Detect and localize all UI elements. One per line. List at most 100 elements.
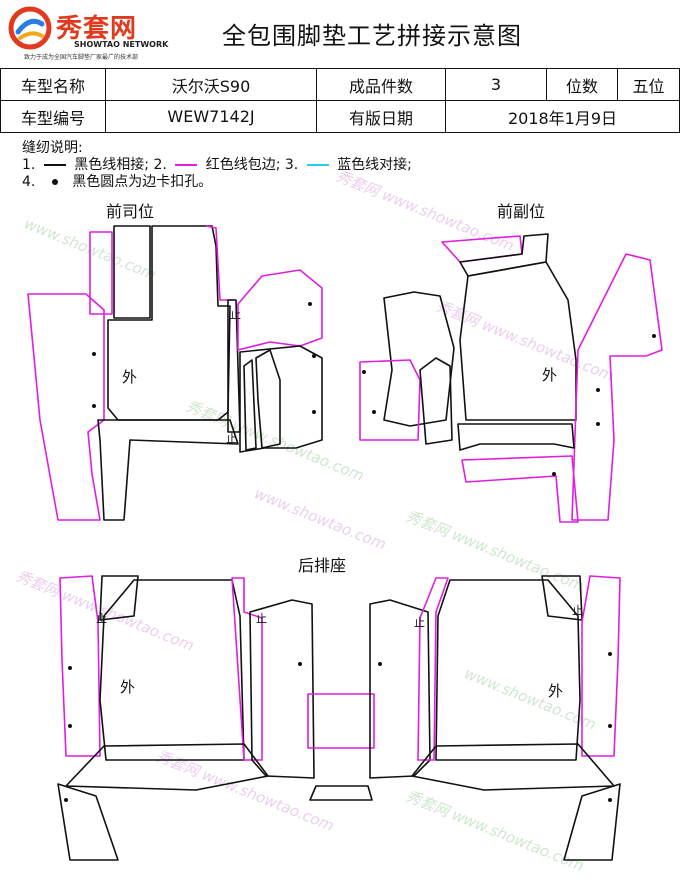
legend-item-2-text: 红色线包边; [205,157,281,173]
date-label: 有版日期 [316,100,446,133]
brand-logo: 秀套网 SHOWTAO NETWORK 致力于成为全国汽车脚垫厂家最广的技术部 [8,6,198,61]
page-title: 全包围脚垫工艺拼接示意图 [222,22,522,50]
rear-right-corner [563,783,621,861]
date-value: 2018年1月9日 [445,100,680,133]
snap-holes [64,302,656,802]
snap-hole-dot-icon [68,724,72,728]
rear-left-top-piece [99,575,139,621]
rear-left-main-mat [99,579,245,761]
snap-hole-dot-icon [92,352,96,356]
logo-mark-icon [8,6,52,50]
logo-tagline: 致力于成为全国汽车脚垫厂家最广的技术部 [24,54,139,61]
driver-console-curve-2 [243,359,257,451]
snap-hole-dot-icon [608,652,612,656]
snap-hole-dot-icon [608,798,612,802]
snap-hole-dot-icon [298,662,302,666]
blue-line-swatch-icon [306,164,329,166]
passenger-rear-strip [461,455,579,523]
legend-item-1-number: 1. [22,157,36,173]
rear-right-main-mat [435,579,581,761]
logo-name: 秀套网 [56,14,138,44]
model-name-value: 沃尔沃S90 [105,68,317,101]
legend-item-1-text: 黑色线相接; [74,157,149,173]
legend-item-4-number: 4. [22,174,36,190]
passenger-section-label: 前副位 [497,202,546,221]
seats-value: 五位 [617,68,680,101]
rear-center-bottom [309,785,373,801]
legend-item-4-text: 黑色圆点为边卡扣孔。 [72,174,213,190]
snap-hole-dot-icon [608,724,612,728]
driver-pedal-panel-2 [113,225,151,319]
rear-right-tunnel-stop-mark: 止 [414,616,425,629]
snap-hole-dot-icon [362,370,366,374]
snap-hole-dot-icon [652,334,656,338]
snap-hole-dot-icon [92,404,96,408]
black-line-swatch-icon [43,164,66,166]
red-line-swatch-icon [175,164,198,166]
snap-hole-dot-icon [378,662,382,666]
driver-console-curve [255,349,281,449]
legend-item-3-text: 蓝色线对接; [337,157,412,173]
rear-left-tunnel-stop-mark: 止 [256,612,267,625]
passenger-main-mat [459,261,577,421]
driver-main-mat-edge [205,225,234,301]
legend-item-3-number: 3. [284,157,299,173]
passenger-console-side [359,359,421,441]
passenger-mat-group [359,233,663,523]
snap-hole-dot-icon [552,472,556,476]
driver-side-strip [27,293,105,521]
rear-right-stop-mark: 止 [572,604,583,617]
driver-section-label: 前司位 [106,202,155,221]
snap-hole-dot-icon [308,302,312,306]
rear-mat-group [57,575,621,861]
rear-left-outer-strip [59,575,101,757]
snap-hole-dot-icon [312,354,316,358]
passenger-console-curve [419,357,453,445]
rear-left-console [249,599,315,779]
passenger-top-piece [441,235,523,263]
model-name-label: 车型名称 [0,68,106,101]
model-code-label: 车型编号 [0,100,106,133]
driver-stop-mark-top: 止 [230,308,241,321]
snap-hole-dot-icon [372,410,376,414]
snap-hole-dot-icon [51,179,58,185]
legend-row: 4. 黑色圆点为边卡扣孔。 [22,174,412,191]
driver-stop-mark-bottom: 止 [226,432,237,445]
snap-hole-dot-icon [596,422,600,426]
rear-left-corner [57,783,119,861]
legend-item-2-number: 2. [153,157,167,173]
legend-heading: 缝纫说明: [22,140,83,156]
rear-right-bottom [411,743,615,791]
driver-bottom-strip [97,419,239,521]
passenger-bottom-strip [457,423,575,451]
driver-mat-group [27,225,323,521]
passenger-side-strip [571,253,663,521]
logo-english-name: SHOWTAO NETWORK [74,40,169,49]
rear-right-tunnel-strip [417,577,449,761]
rear-center-piece [307,693,375,749]
snap-hole-dot-icon [64,798,68,802]
passenger-outer-label: 外 [542,366,557,384]
rear-left-outer-label: 外 [120,678,135,696]
rear-right-outer-strip [581,575,621,757]
snap-hole-dot-icon [596,388,600,392]
legend-row: 1. 黑色线相接; 2. 红色线包边; 3. 蓝色线对接; [22,157,412,174]
snap-hole-dot-icon [312,410,316,414]
model-code-value: WEW7142J [105,100,317,133]
model-info-table: 车型名称 沃尔沃S90 成品件数 3 位数 五位 车型编号 WEW7142J 有… [0,68,680,133]
snap-hole-dot-icon [68,666,72,670]
driver-main-mat [107,225,231,421]
rear-section-label: 后排座 [298,556,347,575]
driver-console-piece [237,269,323,351]
driver-console-side [239,345,323,453]
rear-left-tunnel-strip [231,577,263,761]
rear-left-stop-mark: 止 [96,612,107,625]
rear-right-outer-label: 外 [548,682,563,700]
sewing-legend: 缝纫说明: 1. 黑色线相接; 2. 红色线包边; 3. 蓝色线对接; 4. 黑… [22,140,412,191]
passenger-console-piece [383,291,455,427]
driver-pedal-panel [89,231,113,315]
table-row: 车型编号 WEW7142J 有版日期 2018年1月9日 [0,100,680,133]
driver-outer-label: 外 [122,368,137,386]
rear-left-bottom [65,743,269,791]
